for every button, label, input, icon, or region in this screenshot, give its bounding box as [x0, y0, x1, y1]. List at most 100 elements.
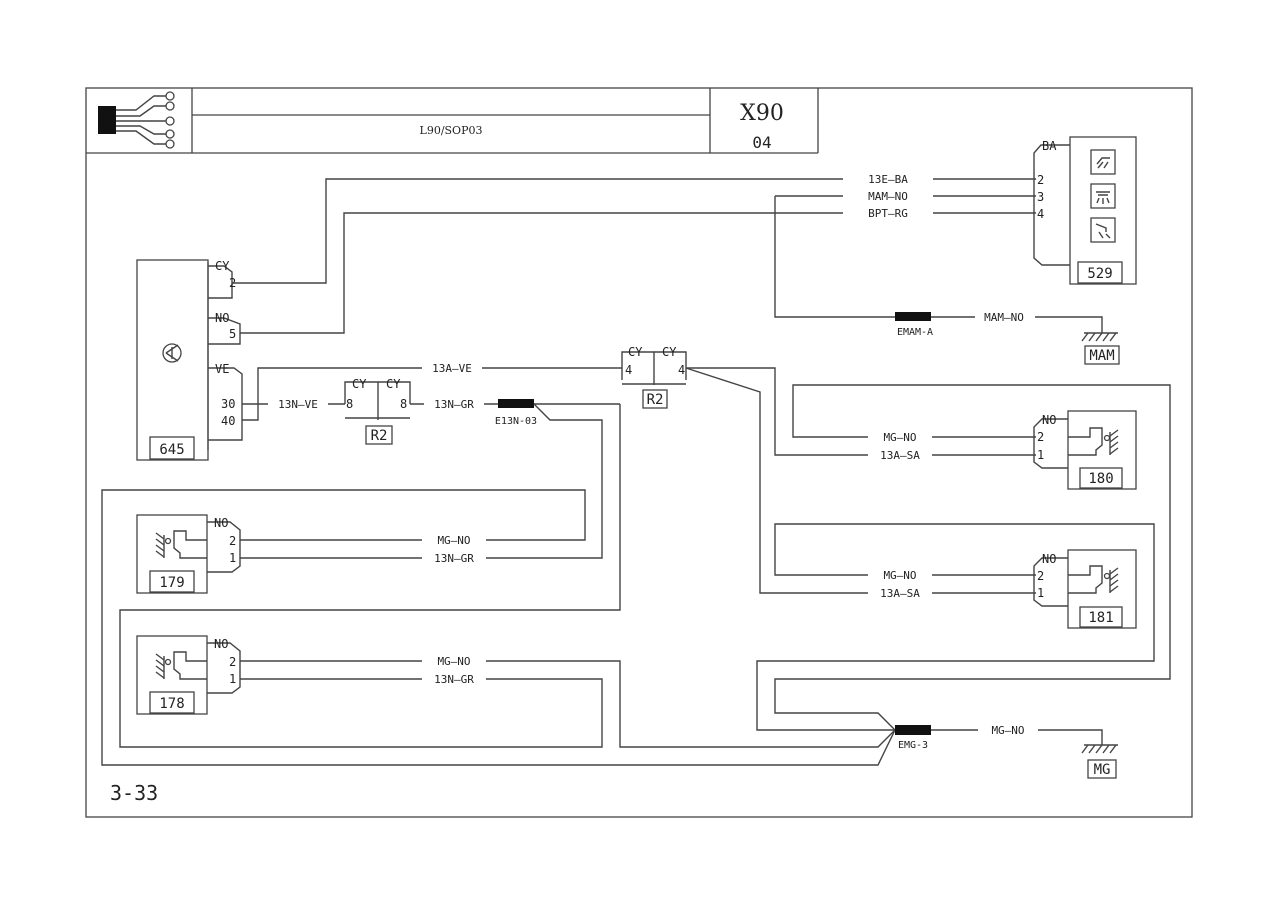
lamp-icon: [1090, 149, 1116, 175]
wire-mg-no-178: [240, 660, 896, 748]
pin-group-ve: [208, 367, 243, 441]
wire-mam-ground: [774, 196, 1103, 333]
pin-no: NO: [215, 311, 229, 325]
relay-r2-box: [365, 425, 393, 445]
component-178-box: [136, 635, 208, 715]
wire-label-mg-no-ground: MG—NO: [991, 724, 1024, 737]
pin-group-cy: [208, 265, 233, 299]
pin-no: NO: [214, 637, 228, 651]
splice-emg-3: [895, 725, 931, 735]
component-181-label-box: [1079, 606, 1123, 628]
wire-label-13a-ve: 13A—VE: [432, 362, 472, 375]
component-529-box: [1069, 136, 1137, 285]
pin-4: 4: [625, 363, 632, 377]
component-529-label-box: [1077, 261, 1123, 284]
component-179-label-box: [149, 570, 195, 593]
pin-group-no: [208, 317, 241, 345]
wire-label-mam-no-ground: MAM—NO: [984, 311, 1024, 324]
ground-mg-label: MG: [1094, 762, 1111, 778]
connector-logo-icon: [98, 91, 175, 149]
relay-r2-label: R2: [647, 392, 664, 408]
wire-mg-no-181: [756, 523, 1155, 731]
component-645-box: [136, 259, 209, 461]
wire-label-mam-no: MAM—NO: [868, 190, 908, 203]
door-switch-icon: [1068, 565, 1119, 594]
wire-label-13n-ve: 13N—VE: [278, 398, 318, 411]
pin-2: 2: [229, 534, 236, 548]
wire-label-mg-no: MG—NO: [883, 569, 916, 582]
map-light-icon: [1090, 217, 1116, 243]
wire-label-mg-no: MG—NO: [883, 431, 916, 444]
component-178-label: 178: [159, 696, 184, 712]
component-180-label-box: [1079, 467, 1123, 489]
door-switch-icon: [155, 651, 207, 680]
document-code: L90/SOP03: [420, 124, 483, 137]
wire-label-13n-gr: 13N—GR: [434, 552, 474, 565]
pin-group-no: [1033, 557, 1068, 607]
pin-cy: CY: [215, 259, 230, 273]
wire-label-13e-ba: 13E—BA: [868, 173, 908, 186]
pin-2: 2: [1037, 173, 1044, 187]
pin-1: 1: [1037, 586, 1044, 600]
relay-r2-right-pin: [654, 351, 687, 380]
relay-r2-box: [642, 389, 668, 409]
splice-label-emg-3: EMG-3: [898, 740, 928, 751]
pin-ba: BA: [1042, 139, 1057, 153]
model-label: X90: [740, 101, 784, 126]
pin-group-no: [207, 521, 241, 573]
pin-8: 8: [400, 397, 407, 411]
pin-no: NO: [214, 516, 228, 530]
splice-emam-a: [895, 312, 931, 321]
component-529-label: 529: [1087, 266, 1112, 282]
pin-3: 3: [1037, 190, 1044, 204]
component-181-box: [1067, 549, 1137, 629]
component-179-box: [136, 514, 208, 594]
component-180-box: [1067, 410, 1137, 490]
relay-r2-label: R2: [371, 428, 388, 444]
wire-label-13n-gr: 13N—GR: [434, 673, 474, 686]
page-reference: 3-33: [110, 781, 158, 805]
pin-cy: CY: [662, 345, 677, 359]
pin-1: 1: [229, 551, 236, 565]
wire-label-13n-gr: 13N—GR: [434, 398, 474, 411]
transistor-icon: [162, 343, 182, 363]
wire-label-mg-no: MG—NO: [437, 534, 470, 547]
ground-icon: [1081, 744, 1118, 754]
wire-label-13a-sa: 13A—SA: [880, 449, 920, 462]
pin-4: 4: [678, 363, 685, 377]
diagram-frame: [85, 87, 1193, 818]
wire-13n-gr-178: [119, 404, 621, 748]
wire-13a-sa-181: [685, 367, 1036, 594]
door-switch-icon: [155, 530, 207, 559]
pin-cy: CY: [628, 345, 643, 359]
pin-no: NO: [1042, 552, 1056, 566]
ground-mam-box: [1084, 345, 1120, 365]
wire-mg-no-180: [774, 384, 1171, 731]
pin-2: 2: [229, 655, 236, 669]
ground-mg-box: [1087, 759, 1117, 779]
wire-bpt-rg: [240, 212, 1036, 334]
wire-13a-sa-180: [686, 367, 1036, 456]
ground-icon: [1081, 332, 1118, 342]
wire-label-mg-no: MG—NO: [437, 655, 470, 668]
pin-4: 4: [1037, 207, 1044, 221]
pin-no: NO: [1042, 413, 1056, 427]
pin-8: 8: [346, 397, 353, 411]
pin-group-no: [207, 642, 241, 694]
component-180-label: 180: [1088, 471, 1113, 487]
pin-1: 1: [229, 672, 236, 686]
sheet-number: 04: [752, 133, 771, 152]
pin-cy: CY: [386, 377, 401, 391]
pin-cy: CY: [352, 377, 367, 391]
pin-5: 5: [229, 327, 236, 341]
wire-13e-ba: [232, 178, 1036, 284]
component-181-label: 181: [1088, 610, 1113, 626]
wire-13n-gr-179: [240, 403, 603, 559]
courtesy-light-icon: [1090, 183, 1116, 209]
component-179-label: 179: [159, 575, 184, 591]
wire-label-bpt-rg: BPT—RG: [868, 207, 908, 220]
pin-1: 1: [1037, 448, 1044, 462]
wire-mg-no-179: [101, 489, 896, 766]
component-178-label-box: [149, 691, 195, 714]
